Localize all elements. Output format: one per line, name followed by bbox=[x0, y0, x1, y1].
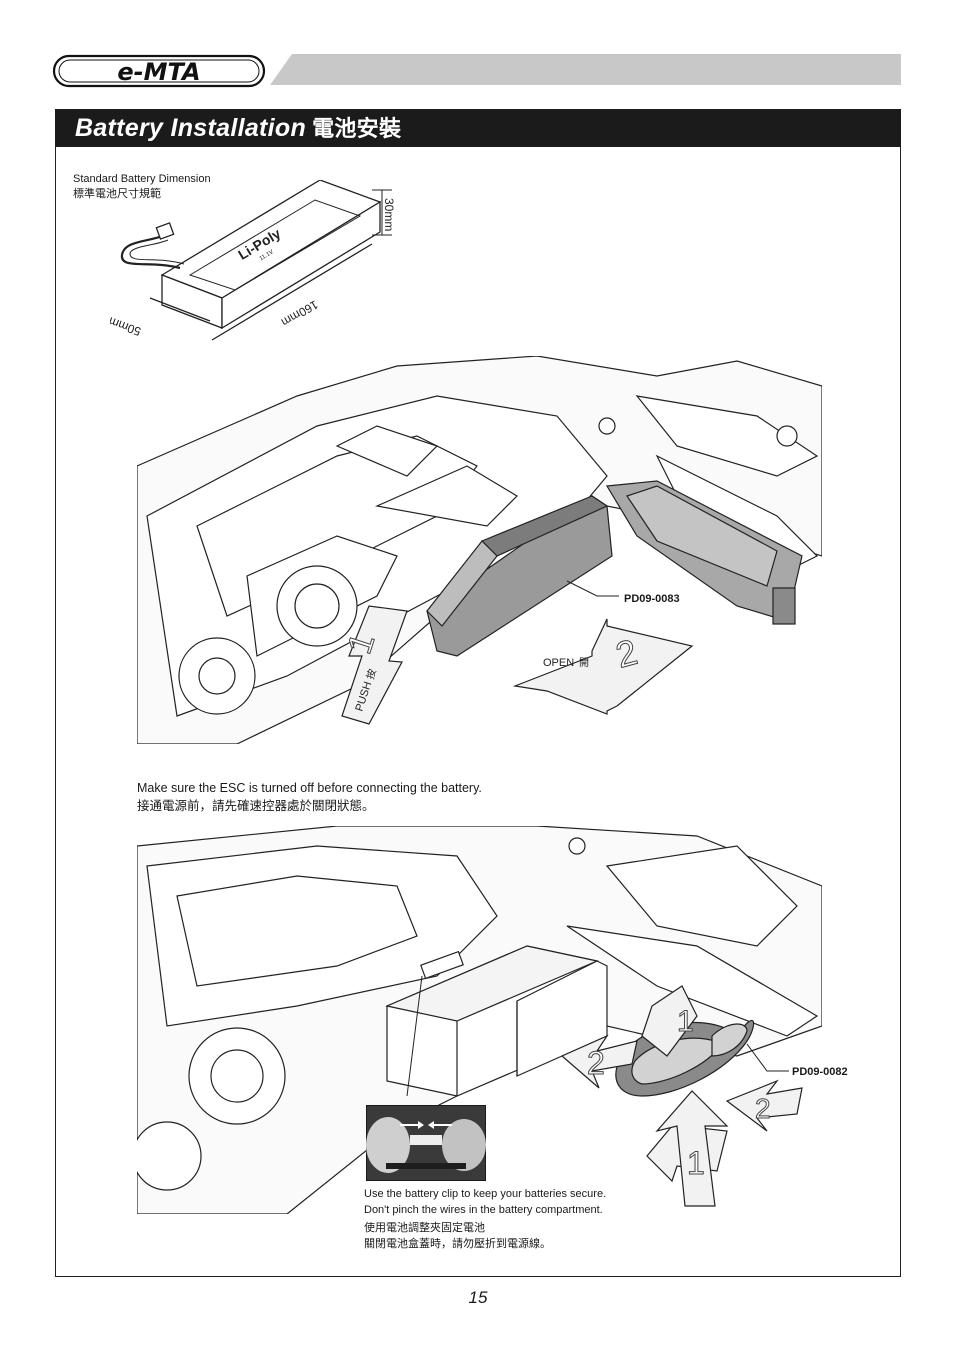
page-number: 15 bbox=[468, 1288, 488, 1307]
fig2-step-1-bottom: 1 bbox=[687, 1145, 705, 1181]
clip-note-en: Use the battery clip to keep your batter… bbox=[364, 1186, 606, 1218]
connector-photo-inset bbox=[366, 1105, 486, 1181]
battery-length-label: 160mm bbox=[279, 297, 321, 329]
clip-note-zh-line2: 關閉電池盒蓋時，請勿壓折到電源線。 bbox=[364, 1238, 551, 1250]
clip-note-zh-line1: 使用電池調整夾固定電池 bbox=[364, 1222, 485, 1234]
battery-width-label: 50mm bbox=[110, 314, 143, 339]
battery-dimension-drawing: Li-Poly 11.1V 30mm 160mm 50mm bbox=[110, 180, 396, 341]
header-gray-bar bbox=[270, 54, 901, 85]
battery-dimension-label: Standard Battery Dimension 標準電池尺寸規範 bbox=[73, 172, 211, 202]
section-title-zh: 電池安裝 bbox=[312, 116, 402, 141]
fig2-step-1-top: 1 bbox=[677, 1005, 694, 1038]
fig2-step-2-left: 2 bbox=[587, 1045, 605, 1081]
clip-note-en-line1: Use the battery clip to keep your batter… bbox=[364, 1188, 607, 1200]
fig1-open-label: OPEN bbox=[543, 657, 574, 669]
battery-dimension-title: Standard Battery Dimension bbox=[73, 173, 211, 185]
e-mta-logo: e-MTA bbox=[52, 54, 266, 88]
content-frame bbox=[55, 147, 901, 1277]
section-title-en: Battery Installation bbox=[75, 114, 307, 142]
esc-warning-note: Make sure the ESC is turned off before c… bbox=[137, 779, 482, 815]
fig1-push-label-zh: 按 bbox=[363, 667, 378, 681]
battery-compartment-open-illustration: 2 OPEN 開 1 PUSH 按 bbox=[137, 356, 822, 744]
fig2-step-2-right: 2 bbox=[755, 1093, 771, 1124]
clip-note-en-line2: Don't pinch the wires in the battery com… bbox=[364, 1204, 603, 1216]
battery-height-label: 30mm bbox=[382, 198, 396, 231]
esc-warning-en: Make sure the ESC is turned off before c… bbox=[137, 781, 482, 795]
clip-note-zh: 使用電池調整夾固定電池 關閉電池盒蓋時，請勿壓折到電源線。 bbox=[364, 1220, 551, 1252]
part-number-pd09-0083: PD09-0083 bbox=[624, 593, 680, 605]
part-number-pd09-0082: PD09-0082 bbox=[792, 1066, 848, 1078]
battery-dimension-title-zh: 標準電池尺寸規範 bbox=[73, 188, 161, 200]
fig1-open-label-zh: 開 bbox=[579, 657, 589, 669]
esc-warning-zh: 接通電源前，請先確速控器處於關閉狀態。 bbox=[137, 799, 375, 813]
logo-text: e-MTA bbox=[117, 58, 200, 86]
battery-clip-illustration: 2 2 1 1 bbox=[137, 826, 822, 1214]
